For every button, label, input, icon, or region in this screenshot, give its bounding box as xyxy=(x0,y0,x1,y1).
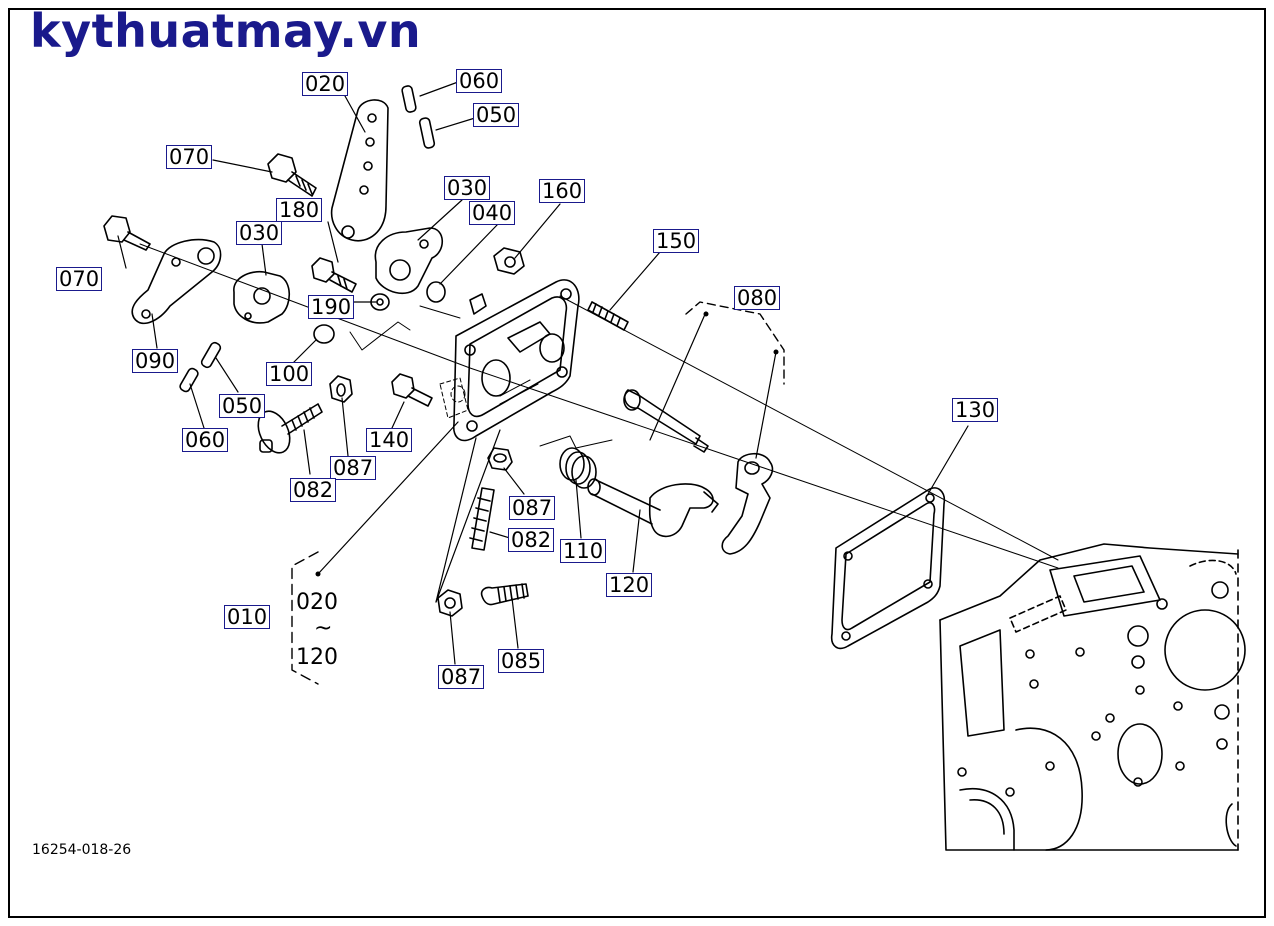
plate-090 xyxy=(131,238,222,324)
nut-160 xyxy=(493,247,525,275)
callout-060: 060 xyxy=(456,69,503,93)
bracket-010 xyxy=(291,551,319,685)
callout-082: 082 xyxy=(290,478,337,502)
callout-087: 087 xyxy=(509,496,556,520)
lever-020 xyxy=(330,99,389,242)
callout-180: 180 xyxy=(276,198,323,222)
stop-screw-082-middle xyxy=(469,487,495,551)
callout-050: 050 xyxy=(219,394,266,418)
nut-087-lower xyxy=(437,589,463,617)
housing-hidden-lines xyxy=(439,377,469,419)
drawing-frame xyxy=(8,8,1266,918)
lever-120 xyxy=(587,478,719,538)
assembly-range-separator: ~ xyxy=(314,616,333,641)
oring-040 xyxy=(426,281,446,303)
callout-130: 130 xyxy=(952,398,999,422)
callout-030: 030 xyxy=(236,221,283,245)
oring-100 xyxy=(313,324,335,344)
callout-010: 010 xyxy=(224,605,271,629)
stud-150 xyxy=(587,301,629,331)
drawing-number: 16254-018-26 xyxy=(32,842,132,858)
callout-150: 150 xyxy=(653,229,700,253)
callout-080: 080 xyxy=(734,286,781,310)
site-watermark: kythuatmay.vn xyxy=(30,4,422,58)
callout-060: 060 xyxy=(182,428,229,452)
washer-190 xyxy=(370,293,390,311)
assembly-axes xyxy=(139,243,1059,569)
shaft-080 xyxy=(623,389,709,453)
callout-020: 020 xyxy=(302,72,349,96)
callout-140: 140 xyxy=(366,428,413,452)
callout-070: 070 xyxy=(56,267,103,291)
assembly-range-to: 120 xyxy=(296,645,338,670)
callout-030: 030 xyxy=(444,176,491,200)
nut-087-middle xyxy=(487,447,513,471)
callout-087: 087 xyxy=(438,665,485,689)
pin-060-lower xyxy=(179,367,199,393)
arm-030-lower xyxy=(233,270,291,324)
governor-housing xyxy=(452,279,580,442)
callout-100: 100 xyxy=(266,362,313,386)
bolt-070-lower xyxy=(103,215,151,251)
callout-050: 050 xyxy=(473,103,520,127)
callout-082: 082 xyxy=(508,528,555,552)
leader-lines xyxy=(117,81,969,665)
spring-110 xyxy=(559,447,597,489)
callout-087: 087 xyxy=(330,456,377,480)
callout-160: 160 xyxy=(539,179,586,203)
bolt-180 xyxy=(311,257,357,293)
callout-070: 070 xyxy=(166,145,213,169)
bolt-070-upper xyxy=(267,153,317,197)
lever-080 xyxy=(721,452,774,555)
arm-030-upper xyxy=(374,227,444,295)
bolt-140 xyxy=(391,373,433,407)
callout-120: 120 xyxy=(606,573,653,597)
callout-110: 110 xyxy=(560,539,607,563)
screw-085 xyxy=(480,583,529,606)
pin-050-lower xyxy=(200,341,222,369)
pin-050-top xyxy=(418,117,436,149)
gasket-130 xyxy=(830,487,946,650)
stop-screw-082-left xyxy=(257,403,323,454)
callout-085: 085 xyxy=(498,649,545,673)
nut-087-left xyxy=(329,375,353,403)
engine-block xyxy=(939,543,1246,851)
bracket-080 xyxy=(685,301,785,385)
assembly-range-from: 020 xyxy=(296,590,338,615)
callout-040: 040 xyxy=(469,201,516,225)
callout-090: 090 xyxy=(132,349,179,373)
pin-060-top xyxy=(401,85,417,113)
callout-190: 190 xyxy=(308,295,355,319)
